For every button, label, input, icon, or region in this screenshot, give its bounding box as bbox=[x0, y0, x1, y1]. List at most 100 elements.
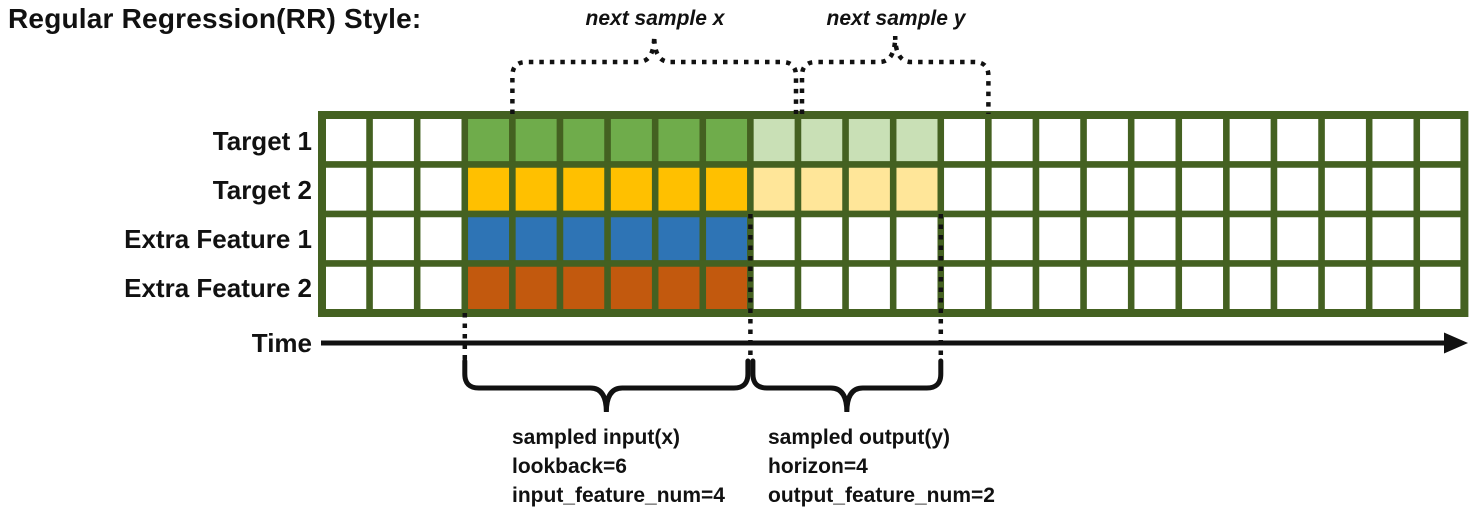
grid-cell bbox=[413, 111, 469, 168]
grid-cell bbox=[937, 161, 992, 218]
grid-cell bbox=[318, 260, 373, 317]
grid-cell bbox=[604, 260, 659, 317]
grid-cell bbox=[604, 111, 659, 168]
grid-cell bbox=[747, 161, 802, 218]
grid-cell bbox=[1365, 260, 1421, 317]
grid-cell bbox=[889, 210, 945, 267]
grid-cell bbox=[413, 161, 469, 218]
grid-cell bbox=[1270, 210, 1325, 267]
annotation-next-sample-x: next sample x bbox=[585, 7, 725, 30]
grid-cell bbox=[461, 260, 516, 317]
grid-border bbox=[318, 111, 1469, 317]
annotation-next-sample-y: next sample y bbox=[826, 7, 966, 30]
grid-cell bbox=[461, 161, 516, 218]
grid-cell bbox=[604, 161, 659, 218]
grid-cell bbox=[1365, 161, 1421, 218]
time-arrowhead bbox=[1444, 332, 1468, 354]
grid-cell bbox=[1080, 260, 1135, 317]
caption-input-line-2: lookback=6 bbox=[512, 455, 627, 478]
grid-cell bbox=[794, 111, 849, 168]
caption-output-line-3: output_feature_num=2 bbox=[768, 484, 995, 507]
next-sample-y-brace bbox=[799, 35, 991, 114]
sampled-output-brace bbox=[750, 358, 944, 413]
grid-cell bbox=[1080, 161, 1135, 218]
grid-cell bbox=[509, 260, 564, 317]
grid-cell bbox=[1413, 111, 1468, 168]
grid-cell bbox=[461, 210, 516, 267]
grid-cell bbox=[556, 260, 611, 317]
grid-cell bbox=[794, 161, 849, 218]
grid-cell bbox=[1270, 161, 1325, 218]
grid-cell bbox=[1270, 260, 1325, 317]
grid-cell bbox=[1318, 210, 1373, 267]
grid-cell bbox=[1223, 260, 1278, 317]
grid-cell bbox=[794, 260, 849, 317]
grid-cell bbox=[1318, 161, 1373, 218]
grid-cell bbox=[366, 161, 421, 218]
grid-cell bbox=[1175, 210, 1230, 267]
grid-cell bbox=[1365, 111, 1421, 168]
grid-cell bbox=[461, 111, 516, 168]
grid-cell bbox=[699, 161, 754, 218]
grid-cell bbox=[889, 111, 945, 168]
grid-cell bbox=[1032, 260, 1087, 317]
grid-cell bbox=[937, 210, 992, 267]
grid-cell bbox=[985, 161, 1040, 218]
grid-cell bbox=[889, 161, 945, 218]
grid-cell bbox=[651, 260, 707, 317]
grid-cell bbox=[1413, 161, 1468, 218]
sampled-input-brace bbox=[462, 358, 751, 413]
grid-cell bbox=[842, 210, 897, 267]
grid-cell bbox=[699, 210, 754, 267]
grid-cell bbox=[1318, 111, 1373, 168]
row-label-extra-feature-2: Extra Feature 2 bbox=[124, 273, 312, 303]
grid-cell bbox=[794, 210, 849, 267]
grid-cell bbox=[1127, 210, 1183, 267]
grid-cell bbox=[1127, 161, 1183, 218]
figure-title: Regular Regression(RR) Style: bbox=[8, 3, 422, 34]
grid-cell bbox=[604, 210, 659, 267]
grid-cell bbox=[366, 260, 421, 317]
grid-cell bbox=[1413, 210, 1468, 267]
caption-input-line-3: input_feature_num=4 bbox=[512, 484, 725, 507]
grid-cell bbox=[1223, 111, 1278, 168]
grid-cell bbox=[842, 260, 897, 317]
row-label-target-2: Target 2 bbox=[212, 175, 312, 205]
grid-cell bbox=[509, 210, 564, 267]
grid-cell bbox=[937, 260, 992, 317]
grid-cell bbox=[413, 260, 469, 317]
grid-cell bbox=[509, 111, 564, 168]
grid-cell bbox=[1223, 210, 1278, 267]
grid-cell bbox=[842, 161, 897, 218]
grid-cell bbox=[366, 111, 421, 168]
grid-cell bbox=[747, 210, 802, 267]
grid-cell bbox=[318, 210, 373, 267]
caption-sampled-input: sampled input(x) lookback=6 input_featur… bbox=[512, 423, 725, 510]
grid-cell bbox=[366, 210, 421, 267]
grid-cell bbox=[699, 111, 754, 168]
grid-cell bbox=[985, 260, 1040, 317]
grid-cell bbox=[985, 210, 1040, 267]
grid-cell bbox=[318, 111, 373, 168]
grid-cell bbox=[413, 210, 469, 267]
grid-cell bbox=[1127, 260, 1183, 317]
row-label-extra-feature-1: Extra Feature 1 bbox=[124, 224, 312, 254]
grid-cell bbox=[699, 260, 754, 317]
grid-cell bbox=[1365, 210, 1421, 267]
grid-cell bbox=[556, 111, 611, 168]
grid-cell bbox=[556, 161, 611, 218]
grid-cell bbox=[985, 111, 1040, 168]
grid-cell bbox=[1413, 260, 1468, 317]
caption-output-line-2: horizon=4 bbox=[768, 455, 868, 478]
grid-cell bbox=[937, 111, 992, 168]
caption-sampled-output: sampled output(y) horizon=4 output_featu… bbox=[768, 423, 995, 510]
caption-output-line-1: sampled output(y) bbox=[768, 426, 950, 449]
grid-cell bbox=[1223, 161, 1278, 218]
grid-cell bbox=[651, 210, 707, 267]
caption-input-line-1: sampled input(x) bbox=[512, 426, 681, 449]
grid-cell bbox=[1080, 111, 1135, 168]
grid-cell bbox=[651, 161, 707, 218]
grid-cell bbox=[747, 260, 802, 317]
